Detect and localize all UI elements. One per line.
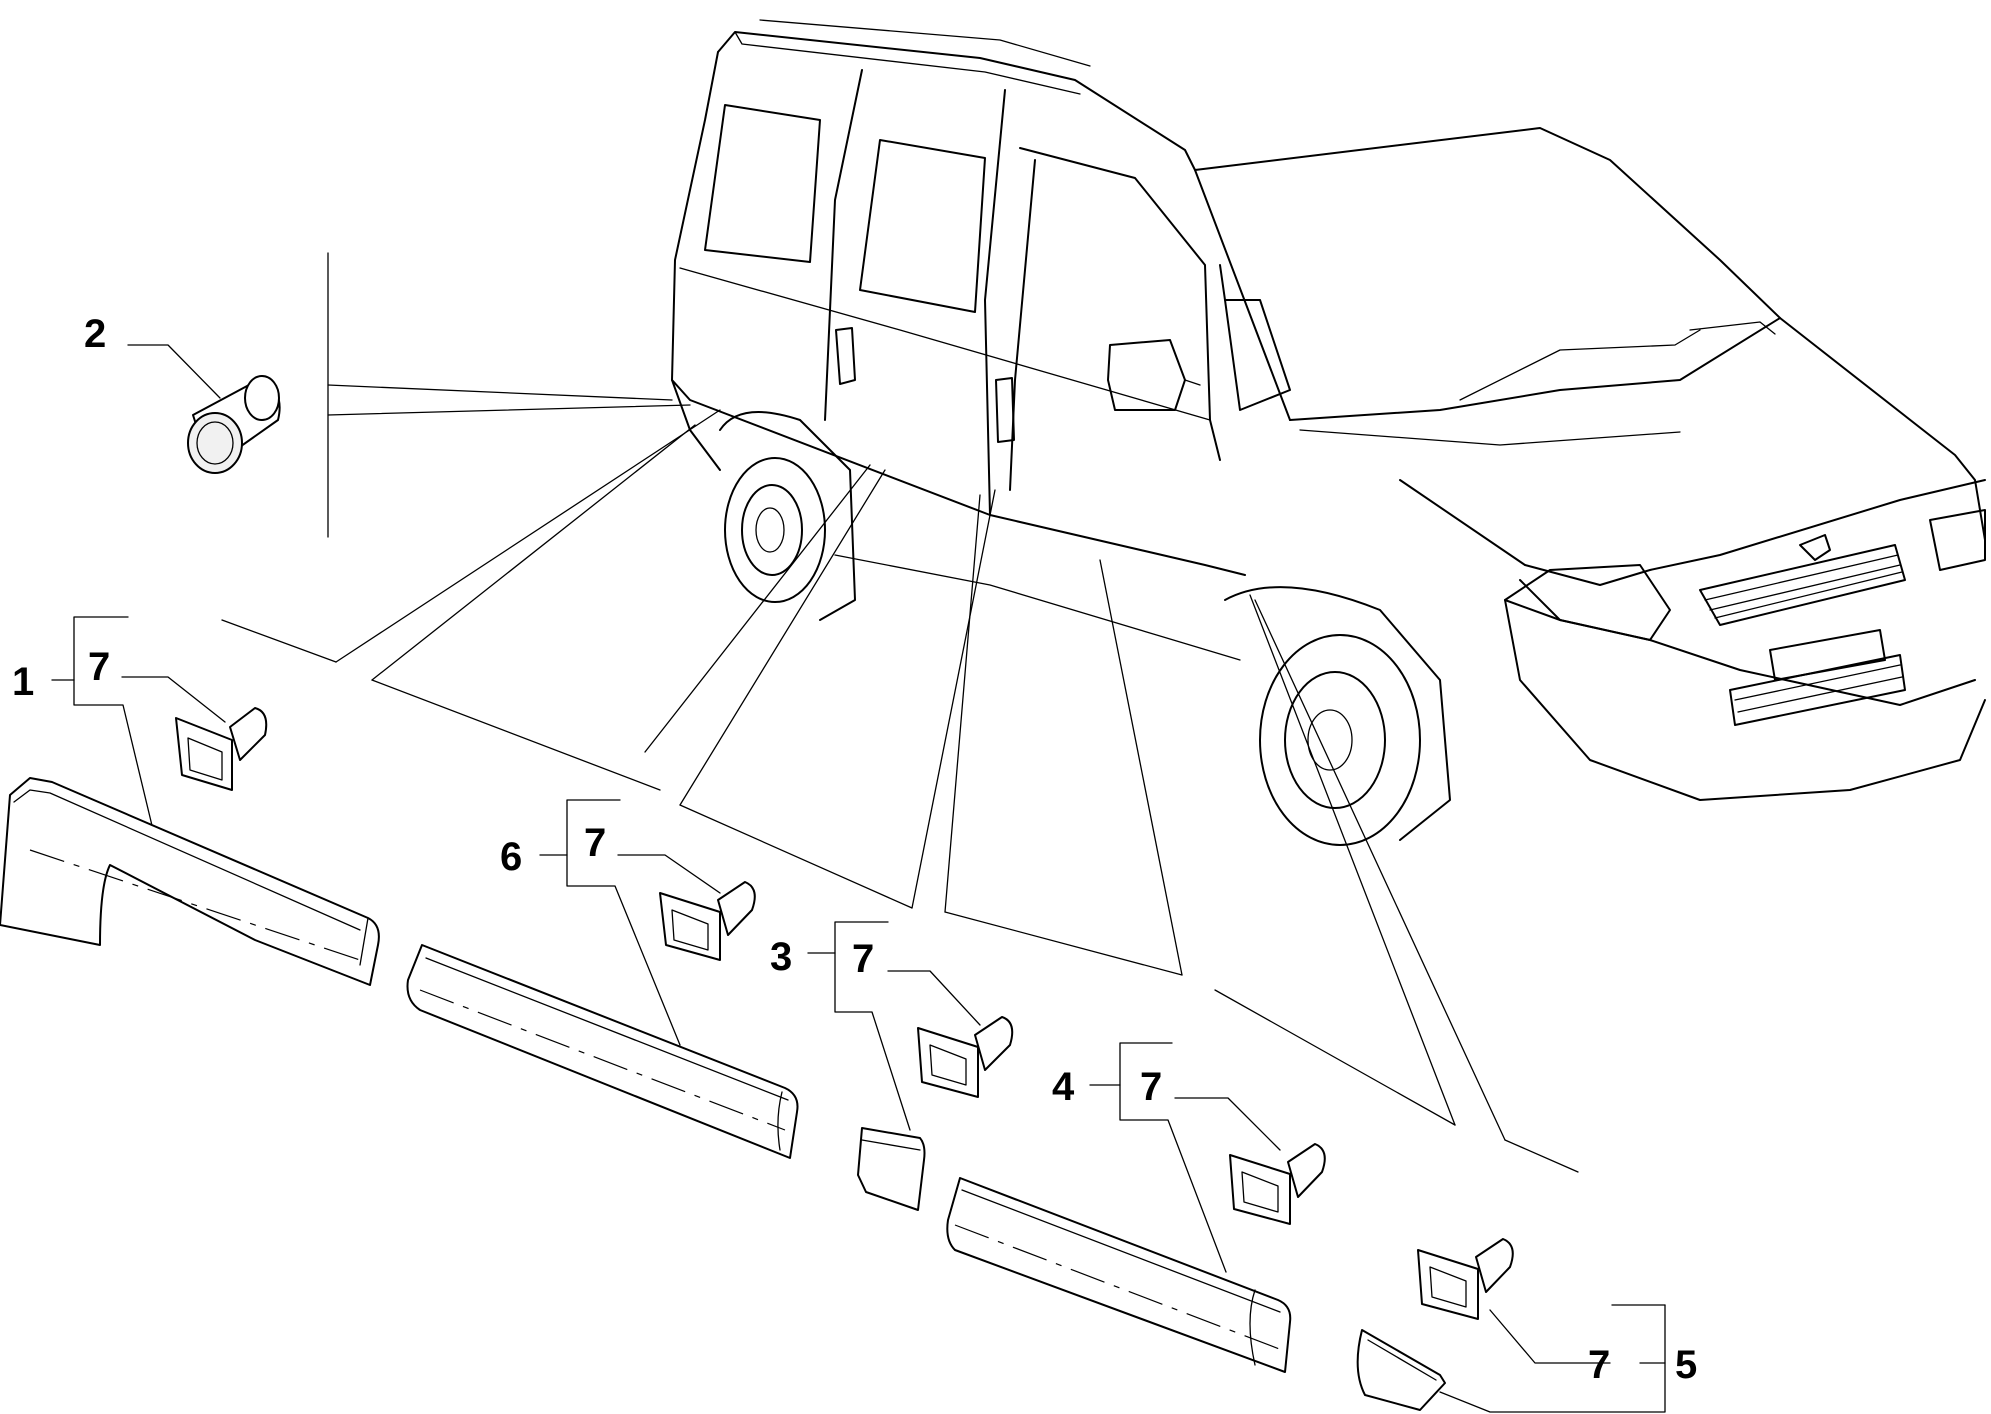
callout-4: 4 [1052,1065,1075,1109]
callout-6: 6 [500,835,522,879]
callout-7-part3: 7 [852,937,874,981]
callout-labels: 1 2 3 4 5 6 7 7 7 7 7 [12,312,1697,1387]
callout-7-part4: 7 [1140,1065,1162,1109]
clip-7-a [175,707,268,791]
clip-7-d [1229,1143,1326,1225]
clip-7-c [917,1016,1014,1098]
clip-7-b [659,881,756,961]
callout-2: 2 [84,312,106,356]
leader-lines [127,252,1579,1173]
part-3-end-cap [857,1127,926,1211]
callout-3: 3 [770,935,792,979]
callout-brackets [51,616,1666,1413]
part-4-front-moulding [946,1177,1292,1373]
parts [0,375,1514,1411]
callout-5: 5 [1675,1343,1697,1387]
part-5-fender-moulding [1356,1329,1446,1411]
callout-1: 1 [12,660,34,704]
callout-7-part5: 7 [1588,1343,1610,1387]
clip-7-e [1417,1238,1514,1320]
van-illustration [671,19,1986,846]
part-1-rear-moulding [0,777,380,986]
part-6-middle-moulding [406,944,799,1159]
callout-7-part1: 7 [88,645,110,689]
part-2-plug [187,375,281,474]
callout-7-part6: 7 [584,821,606,865]
